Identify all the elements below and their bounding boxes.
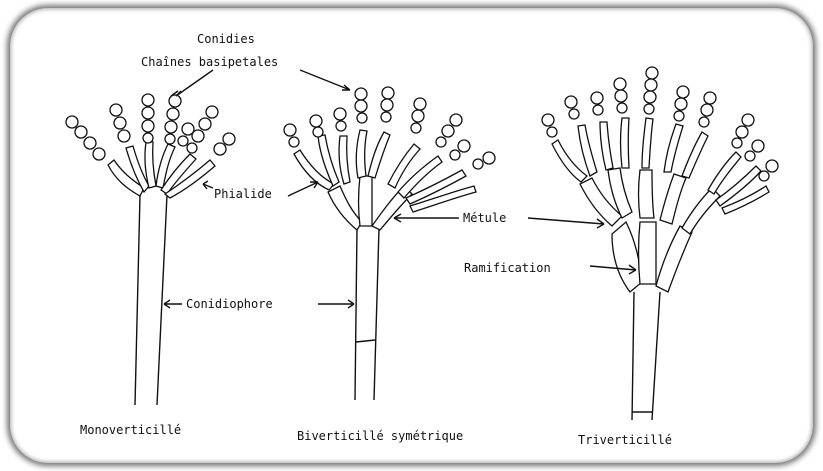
- bi-septum: [356, 340, 375, 342]
- biverticille-structure: [284, 87, 495, 400]
- tri-phialide: [682, 132, 708, 178]
- tri-metule: [639, 170, 655, 218]
- arrow-metule-right: [528, 218, 604, 228]
- mono-stipe: [135, 195, 167, 405]
- arrow-chaines-mono: [171, 70, 213, 96]
- tri-metule: [682, 188, 720, 234]
- monoverticille-structure: [66, 94, 235, 405]
- triverticille-structure: [542, 67, 778, 420]
- tri-ramification: [639, 222, 657, 284]
- bi-metule: [359, 176, 373, 226]
- tri-conidia: [542, 67, 778, 181]
- tri-ramification: [656, 226, 692, 292]
- arrow-conidiophore-left: [164, 300, 182, 308]
- label-conidiophore: Conidiophore: [186, 297, 273, 311]
- bi-conidia: [284, 87, 495, 169]
- bi-phialide: [339, 136, 350, 184]
- arrow-chaines-bi: [300, 70, 350, 90]
- tri-phialide: [621, 118, 630, 168]
- arrow-conidiophore-right: [318, 300, 354, 308]
- bi-phialide: [356, 130, 367, 178]
- bi-stipe: [355, 228, 379, 400]
- label-metule: Métule: [463, 211, 506, 225]
- label-phialide: Phialide: [214, 187, 272, 201]
- tri-phialide: [664, 124, 683, 172]
- arrow-phialide-right: [203, 181, 213, 189]
- tri-phialide: [578, 125, 597, 176]
- bi-phialide: [368, 132, 390, 178]
- label-ramification: Ramification: [464, 261, 551, 275]
- caption-biverticille: Biverticillé symétrique: [297, 429, 463, 443]
- tri-phialide: [600, 122, 613, 170]
- tri-phialide: [642, 118, 653, 168]
- label-conidies: Conidies: [197, 32, 255, 46]
- tri-stipe: [632, 292, 660, 420]
- caption-monoverticille: Monoverticillé: [80, 423, 181, 437]
- label-chaines-basipetales: Chaînes basipetales: [141, 55, 278, 69]
- bi-metule: [328, 186, 362, 230]
- caption-triverticille: Triverticillé: [578, 433, 672, 447]
- tri-ramification: [612, 222, 642, 292]
- arrow-metule-left: [394, 214, 459, 222]
- tri-metule: [660, 174, 686, 224]
- arrow-phialide-left: [288, 182, 318, 196]
